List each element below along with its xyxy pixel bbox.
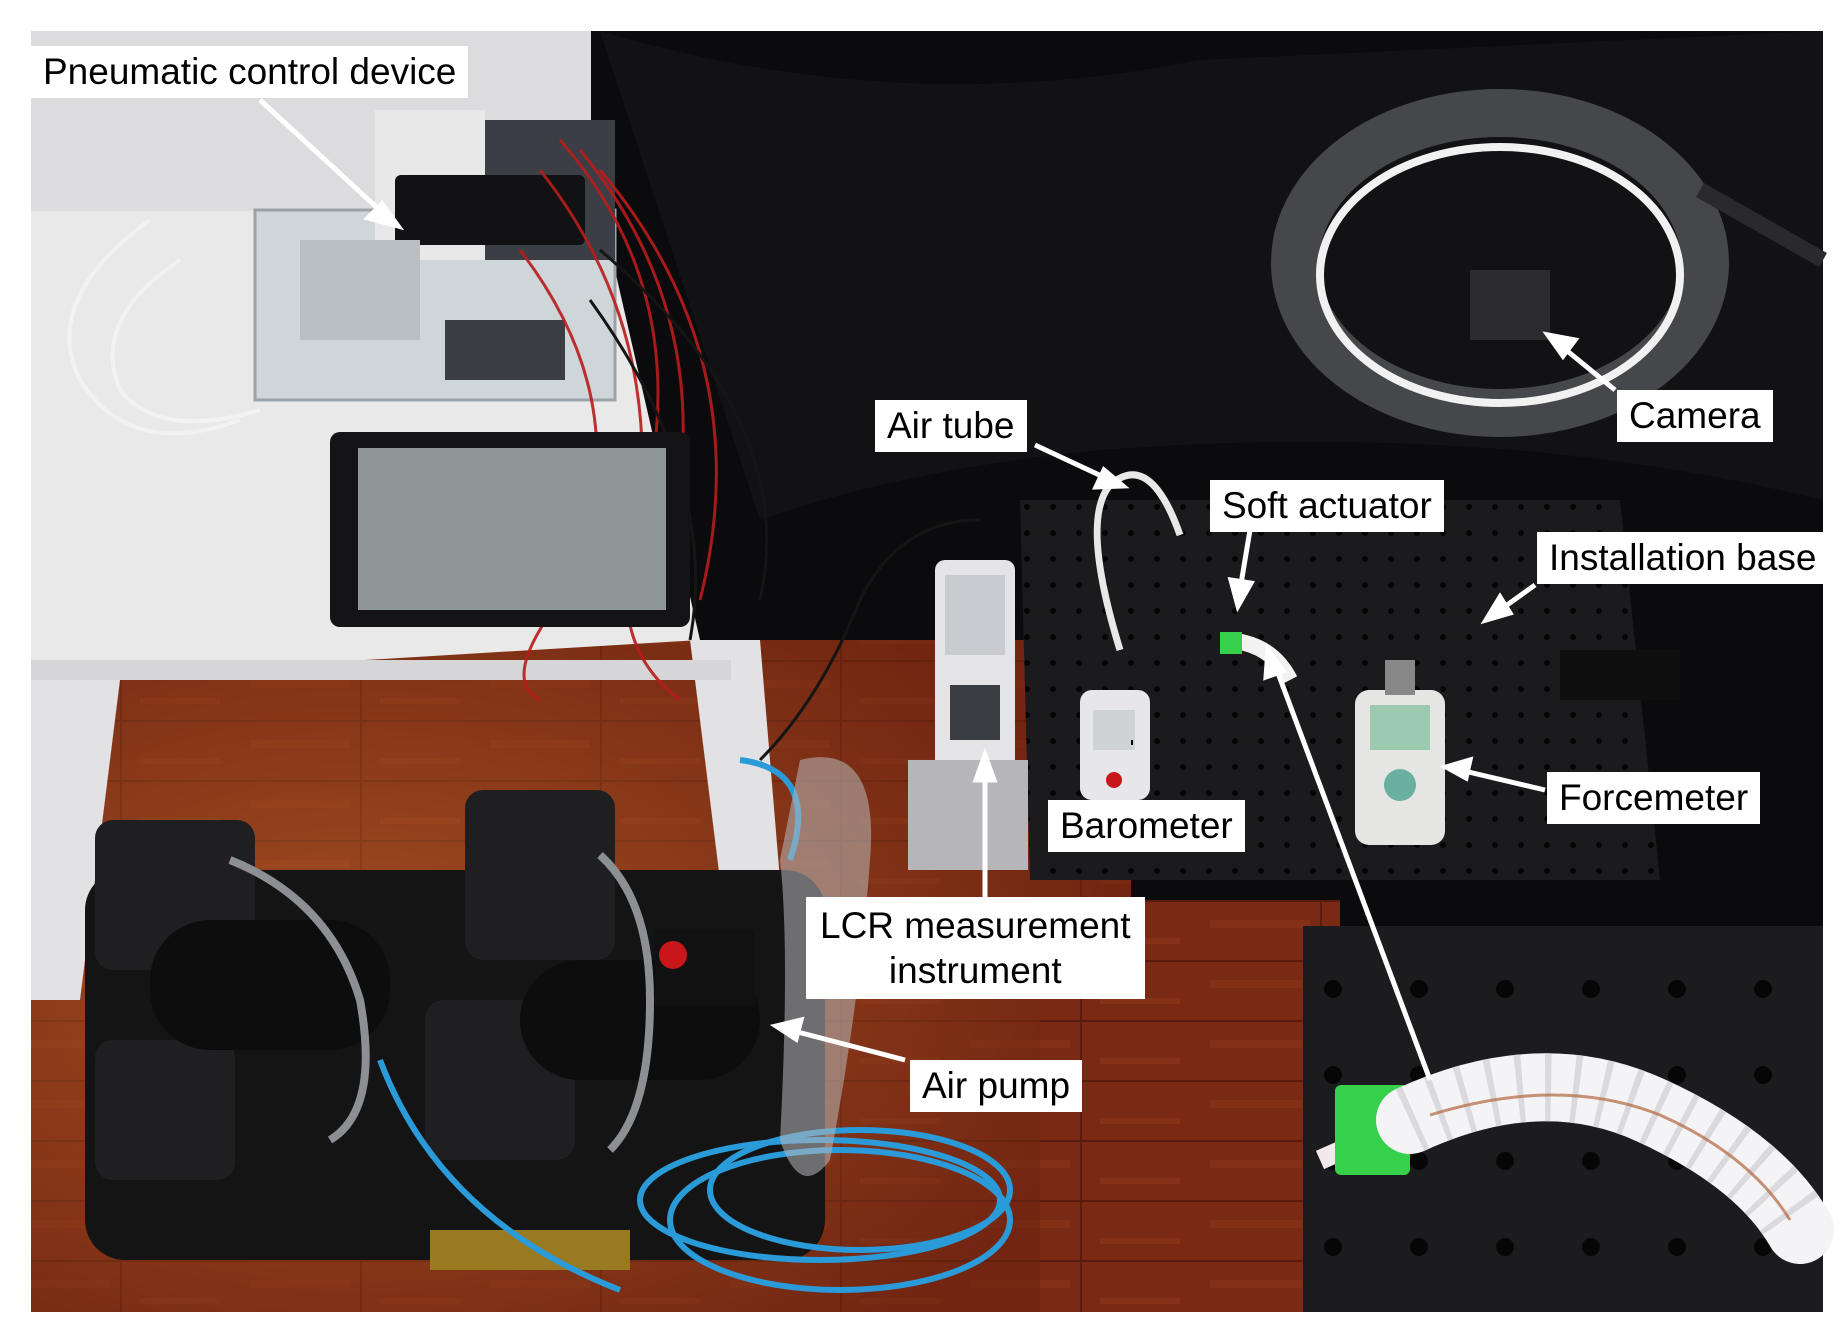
ring-light — [1271, 89, 1827, 437]
label-installation-base: Installation base — [1537, 532, 1829, 584]
label-pneumatic-control-device: Pneumatic control device — [31, 46, 469, 98]
label-air-pump: Air pump — [910, 1060, 1083, 1112]
label-lcr-line-1: LCR measurement — [820, 905, 1131, 946]
power-adapter — [395, 175, 585, 245]
forcemeter-device — [1355, 660, 1445, 845]
lcr-device — [908, 560, 1028, 870]
soft-actuator-inset — [1303, 926, 1834, 1312]
photo-area — [31, 31, 1834, 1312]
label-soft-actuator: Soft actuator — [1210, 480, 1444, 532]
label-lcr-line-2: instrument — [888, 950, 1062, 991]
label-lcr-measurement-instrument: LCR measurement instrument — [806, 897, 1145, 999]
barometer-device — [1080, 690, 1150, 800]
label-barometer: Barometer — [1048, 800, 1245, 852]
label-camera: Camera — [1617, 390, 1773, 442]
air-pump-device — [85, 790, 825, 1270]
blue-hose — [377, 757, 1013, 1293]
label-forcemeter: Forcemeter — [1547, 772, 1761, 824]
label-air-tube: Air tube — [875, 400, 1027, 452]
touch-screen — [330, 432, 690, 627]
callout-arrows — [258, 98, 1617, 1081]
pump-switch — [659, 941, 687, 969]
pneumatic-controller — [253, 110, 617, 402]
